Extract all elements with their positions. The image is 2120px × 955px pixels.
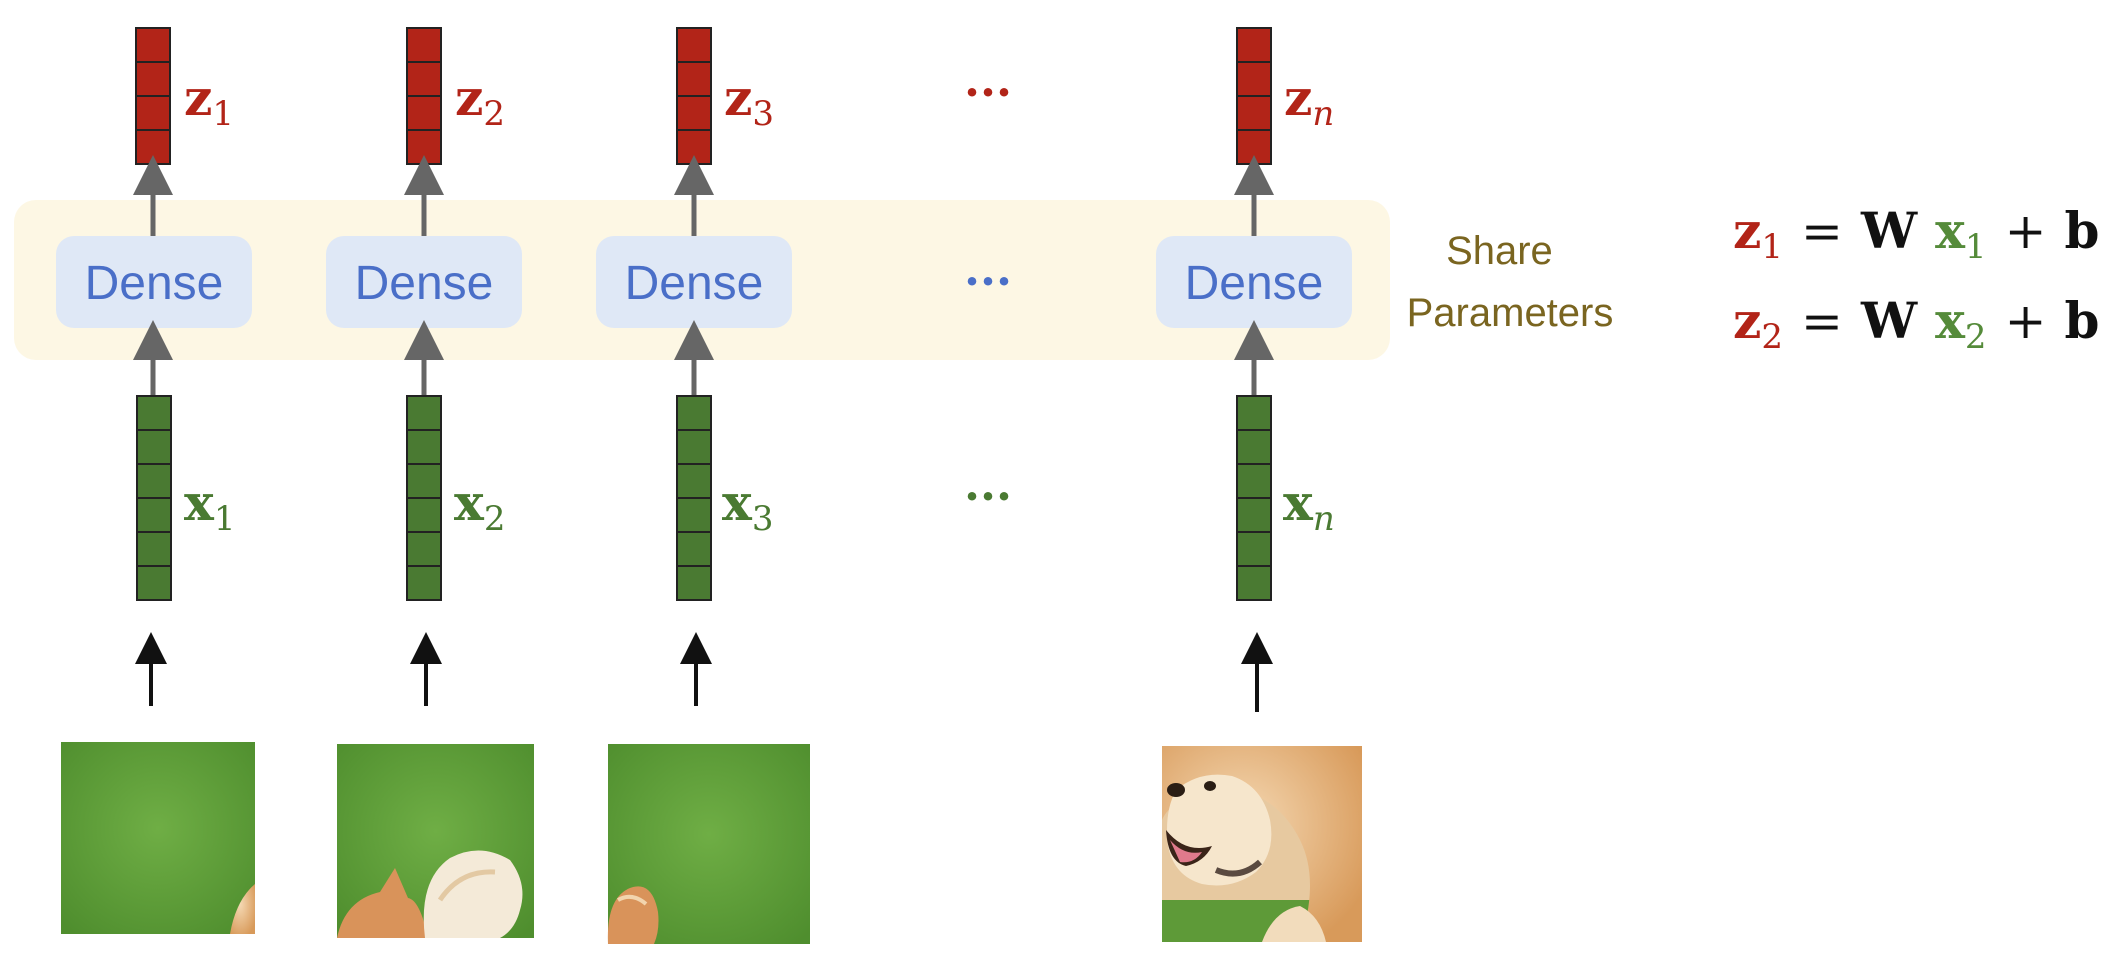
image-patch-1 (61, 742, 255, 934)
z-vector-1 (135, 27, 171, 165)
dense-label-2: Dense (355, 257, 494, 310)
x-vector-2 (406, 395, 442, 601)
share-parameters-label: Share Parameters (1407, 229, 1614, 335)
dense-box-1 (56, 236, 252, 328)
dense-box-n (1156, 236, 1352, 328)
z-label-3: z3 (724, 68, 774, 134)
z-vector-n (1236, 27, 1272, 165)
dense-label-n: Dense (1185, 257, 1324, 310)
x-vector-3 (676, 395, 712, 601)
image-patch-3 (607, 744, 810, 944)
z-vector-3 (676, 27, 712, 165)
dense-label-3: Dense (625, 257, 764, 310)
ellipsis-dense: ··· (964, 254, 1012, 308)
z-label-1: z1 (184, 68, 234, 134)
ellipsis-x: ··· (964, 469, 1012, 523)
dense-box-2 (326, 236, 522, 328)
z-vector-2 (406, 27, 442, 165)
column-n: zn Dense xn (1156, 27, 1362, 942)
x-label-1: x1 (184, 473, 235, 539)
dense-label-1: Dense (85, 257, 224, 310)
z-label-2: z2 (455, 68, 505, 134)
x-vector-n (1236, 395, 1272, 601)
column-3: z3 Dense x3 (596, 27, 810, 944)
column-2: z2 Dense x2 (326, 27, 534, 938)
x-vector-1 (136, 395, 172, 601)
x-label-2: x2 (454, 473, 505, 539)
dense-box-3 (596, 236, 792, 328)
ellipsis-z: ··· (964, 65, 1012, 119)
column-1: z1 Dense x1 (56, 27, 255, 934)
image-patch-n (1162, 746, 1362, 942)
x-label-n: xn (1283, 473, 1335, 539)
image-patch-2 (337, 744, 534, 938)
x-label-3: x3 (722, 473, 773, 539)
z-label-n: zn (1284, 68, 1334, 134)
